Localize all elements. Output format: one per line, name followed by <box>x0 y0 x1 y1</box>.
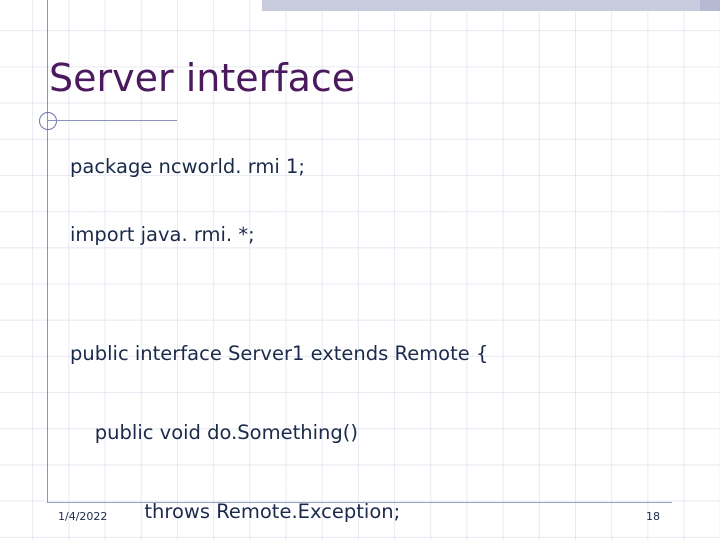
title-underline-rule <box>47 120 177 121</box>
page-title: Server interface <box>49 56 356 100</box>
slide-body: package ncworld. rmi 1; import java. rmi… <box>70 155 670 540</box>
code-line-interface-decl: public interface Server1 extends Remote … <box>70 342 489 366</box>
code-line-method-decl: public void do.Something() <box>70 421 358 445</box>
package-statement: package ncworld. rmi 1; <box>70 155 305 178</box>
top-decorative-bar-accent <box>700 0 720 11</box>
top-decorative-bar <box>262 0 720 11</box>
import-statement: import java. rmi. *; <box>70 222 255 246</box>
footer-rule <box>47 502 672 503</box>
code-block: public interface Server1 extends Remote … <box>70 291 670 540</box>
rule-circle-decoration <box>39 112 57 130</box>
code-line-throws: throws Remote.Exception; <box>70 500 401 524</box>
left-vertical-rule <box>47 0 48 502</box>
footer-date: 1/4/2022 <box>58 510 108 523</box>
footer-page-number: 18 <box>646 510 660 523</box>
